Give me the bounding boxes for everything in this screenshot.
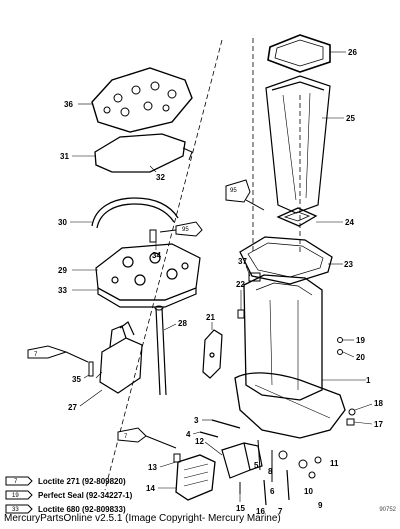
tube-label-95-middle: 95 bbox=[230, 188, 237, 194]
callout-7[interactable]: 7 bbox=[278, 507, 283, 516]
callout-30[interactable]: 30 bbox=[58, 218, 67, 227]
part-24-gasket[interactable] bbox=[276, 207, 318, 227]
callout-22[interactable]: 22 bbox=[236, 280, 245, 289]
part-1-driveshaft-housing[interactable] bbox=[234, 274, 346, 439]
callout-8[interactable]: 8 bbox=[268, 467, 273, 476]
part-22-fitting[interactable] bbox=[237, 309, 245, 319]
callout-33[interactable]: 33 bbox=[58, 286, 67, 295]
part-10-fitting[interactable] bbox=[308, 471, 316, 479]
callout-19[interactable]: 19 bbox=[356, 336, 365, 345]
part-20-washer[interactable] bbox=[337, 349, 343, 355]
part-11-fitting[interactable] bbox=[314, 456, 322, 464]
legend: 7 Loctite 271 (92-809820) 19 Perfect Sea… bbox=[12, 477, 133, 514]
part-4-bolt[interactable] bbox=[199, 431, 219, 438]
part-26-gasket[interactable] bbox=[267, 34, 331, 73]
part-34-pin[interactable] bbox=[149, 229, 157, 243]
part-30-strip[interactable] bbox=[91, 197, 179, 229]
legend-text-33: Loctite 680 (92-809833) bbox=[38, 505, 126, 514]
callout-12[interactable]: 12 bbox=[195, 437, 204, 446]
leader-lines bbox=[70, 51, 373, 502]
callout-15[interactable]: 15 bbox=[236, 504, 245, 513]
part-18-fitting[interactable] bbox=[348, 408, 356, 416]
callout-24[interactable]: 24 bbox=[345, 218, 354, 227]
callout-11[interactable]: 11 bbox=[330, 459, 339, 468]
callout-34[interactable]: 34 bbox=[152, 251, 161, 260]
callout-35[interactable]: 35 bbox=[72, 375, 81, 384]
part-14-block[interactable] bbox=[175, 454, 216, 501]
tube-95-left bbox=[159, 221, 203, 237]
tube-label-7-top: 7 bbox=[34, 352, 38, 358]
callout-4[interactable]: 4 bbox=[186, 430, 191, 439]
part-36-plate-gasket[interactable] bbox=[91, 67, 193, 133]
callout-26[interactable]: 26 bbox=[348, 48, 357, 57]
part-16-bolt[interactable] bbox=[263, 479, 267, 506]
tube-7-top bbox=[27, 345, 89, 363]
callout-20[interactable]: 20 bbox=[356, 353, 365, 362]
callout-18[interactable]: 18 bbox=[374, 399, 383, 408]
callout-16[interactable]: 16 bbox=[256, 507, 265, 516]
callout-25[interactable]: 25 bbox=[346, 114, 355, 123]
part-12-switch[interactable] bbox=[221, 442, 263, 479]
part-17-fitting[interactable] bbox=[346, 418, 355, 426]
tube-legend-19 bbox=[5, 490, 33, 500]
part-8-fitting[interactable] bbox=[278, 450, 288, 460]
part-9-fitting[interactable] bbox=[298, 459, 308, 469]
callout-1[interactable]: 1 bbox=[366, 376, 371, 385]
tube-95-middle bbox=[225, 179, 265, 211]
callout-21[interactable]: 21 bbox=[206, 313, 215, 322]
tube-legend-7 bbox=[5, 476, 33, 486]
legend-code-33: 33 bbox=[12, 507, 19, 513]
part-35-bolt[interactable] bbox=[88, 361, 94, 377]
legend-text-7: Loctite 271 (92-809820) bbox=[38, 477, 126, 486]
part-21-clamp[interactable] bbox=[202, 329, 223, 379]
copyright-footer: MercuryPartsOnline v2.5.1 (Image Copyrig… bbox=[4, 513, 281, 524]
callout-32[interactable]: 32 bbox=[156, 173, 165, 182]
callout-27[interactable]: 27 bbox=[68, 403, 77, 412]
part-13-fitting[interactable] bbox=[173, 453, 181, 463]
legend-text-19: Perfect Seal (92-34227-1) bbox=[38, 491, 133, 500]
callout-36[interactable]: 36 bbox=[64, 100, 73, 109]
legend-code-19: 19 bbox=[12, 493, 19, 499]
callout-29[interactable]: 29 bbox=[58, 266, 67, 275]
tube-label-7-bottom: 7 bbox=[124, 434, 128, 440]
callout-17[interactable]: 17 bbox=[374, 420, 383, 429]
callout-31[interactable]: 31 bbox=[60, 152, 69, 161]
callout-14[interactable]: 14 bbox=[146, 484, 155, 493]
diagram-code: 90752 bbox=[379, 507, 396, 513]
tube-label-95-left: 95 bbox=[182, 227, 189, 233]
part-3-bolt[interactable] bbox=[211, 419, 241, 429]
callout-5[interactable]: 5 bbox=[254, 461, 259, 470]
callout-3[interactable]: 3 bbox=[194, 416, 199, 425]
legend-code-7: 7 bbox=[14, 479, 18, 485]
part-25-upper-housing[interactable] bbox=[265, 75, 331, 214]
part-19-screw[interactable] bbox=[337, 337, 343, 343]
callout-9[interactable]: 9 bbox=[318, 501, 323, 510]
callout-23[interactable]: 23 bbox=[344, 260, 353, 269]
callout-10[interactable]: 10 bbox=[304, 487, 313, 496]
tube-legend-33 bbox=[5, 504, 33, 514]
callout-37[interactable]: 37 bbox=[238, 257, 247, 266]
alignment-lines bbox=[104, 38, 301, 491]
part-7-bolt[interactable] bbox=[286, 469, 290, 501]
part-27-bracket[interactable] bbox=[99, 321, 143, 394]
part-29-adaptor-plate[interactable] bbox=[95, 243, 201, 308]
callout-6[interactable]: 6 bbox=[270, 487, 275, 496]
callout-28[interactable]: 28 bbox=[178, 319, 187, 328]
part-31-seal[interactable] bbox=[94, 133, 193, 173]
part-5-bolt[interactable] bbox=[257, 439, 261, 471]
tube-7-bottom bbox=[117, 427, 177, 449]
sealant-tubes bbox=[5, 179, 265, 514]
callout-13[interactable]: 13 bbox=[148, 463, 157, 472]
part-28-tube[interactable] bbox=[154, 305, 167, 396]
